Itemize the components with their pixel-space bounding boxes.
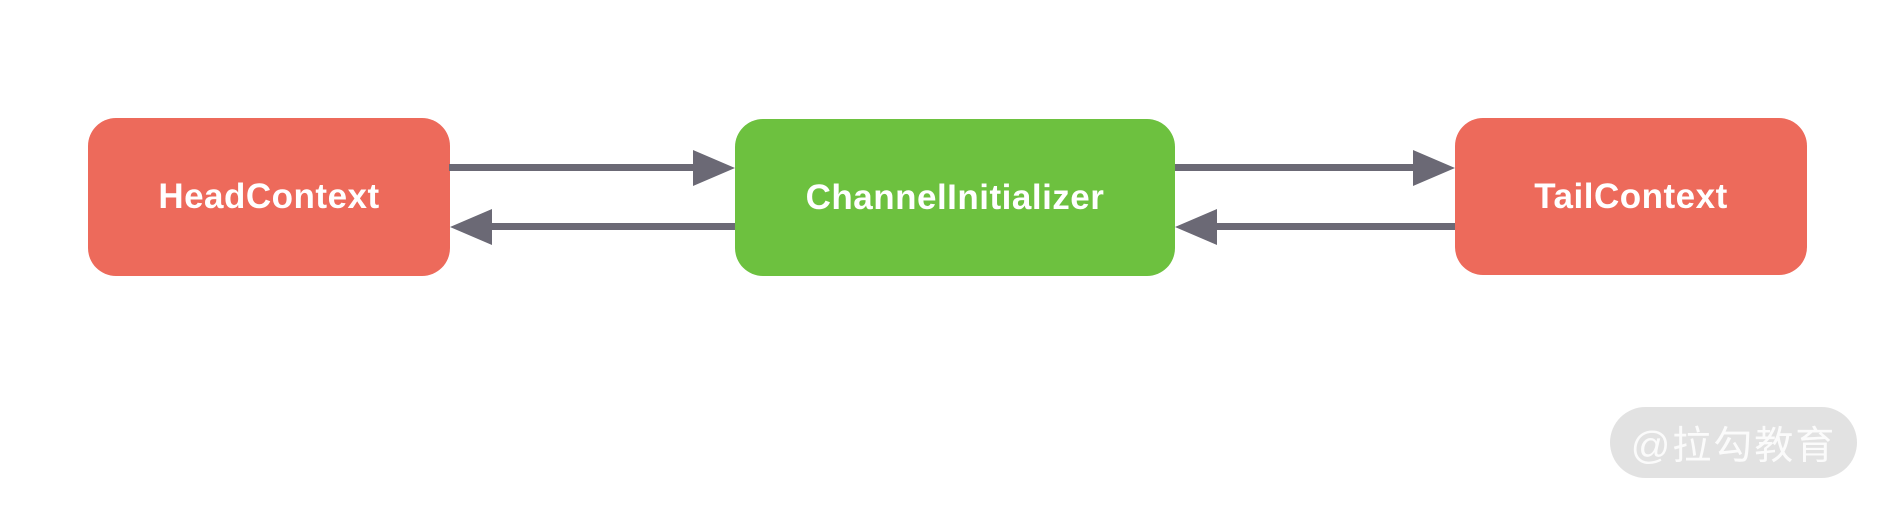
node-tailcontext-label: TailContext bbox=[1534, 176, 1728, 216]
watermark-text: @拉勾教育 bbox=[1630, 424, 1837, 468]
node-channelinitializer: ChannelInitializer bbox=[735, 119, 1175, 276]
arrow-shaft bbox=[490, 223, 735, 230]
node-headcontext-label: HeadContext bbox=[158, 177, 380, 216]
arrow-shaft bbox=[1175, 164, 1415, 171]
node-headcontext: HeadContext bbox=[88, 118, 450, 276]
arrow-shaft bbox=[1215, 223, 1455, 230]
node-channelinitializer-label: ChannelInitializer bbox=[805, 177, 1105, 217]
watermark-badge: @拉勾教育 bbox=[1610, 407, 1857, 478]
arrow-right-icon bbox=[1413, 150, 1455, 186]
arrow-left-icon bbox=[450, 209, 492, 245]
arrow-shaft bbox=[449, 164, 695, 171]
arrow-left-icon bbox=[1175, 209, 1217, 245]
arrow-right-icon bbox=[693, 150, 735, 186]
node-tailcontext: TailContext bbox=[1455, 118, 1807, 275]
